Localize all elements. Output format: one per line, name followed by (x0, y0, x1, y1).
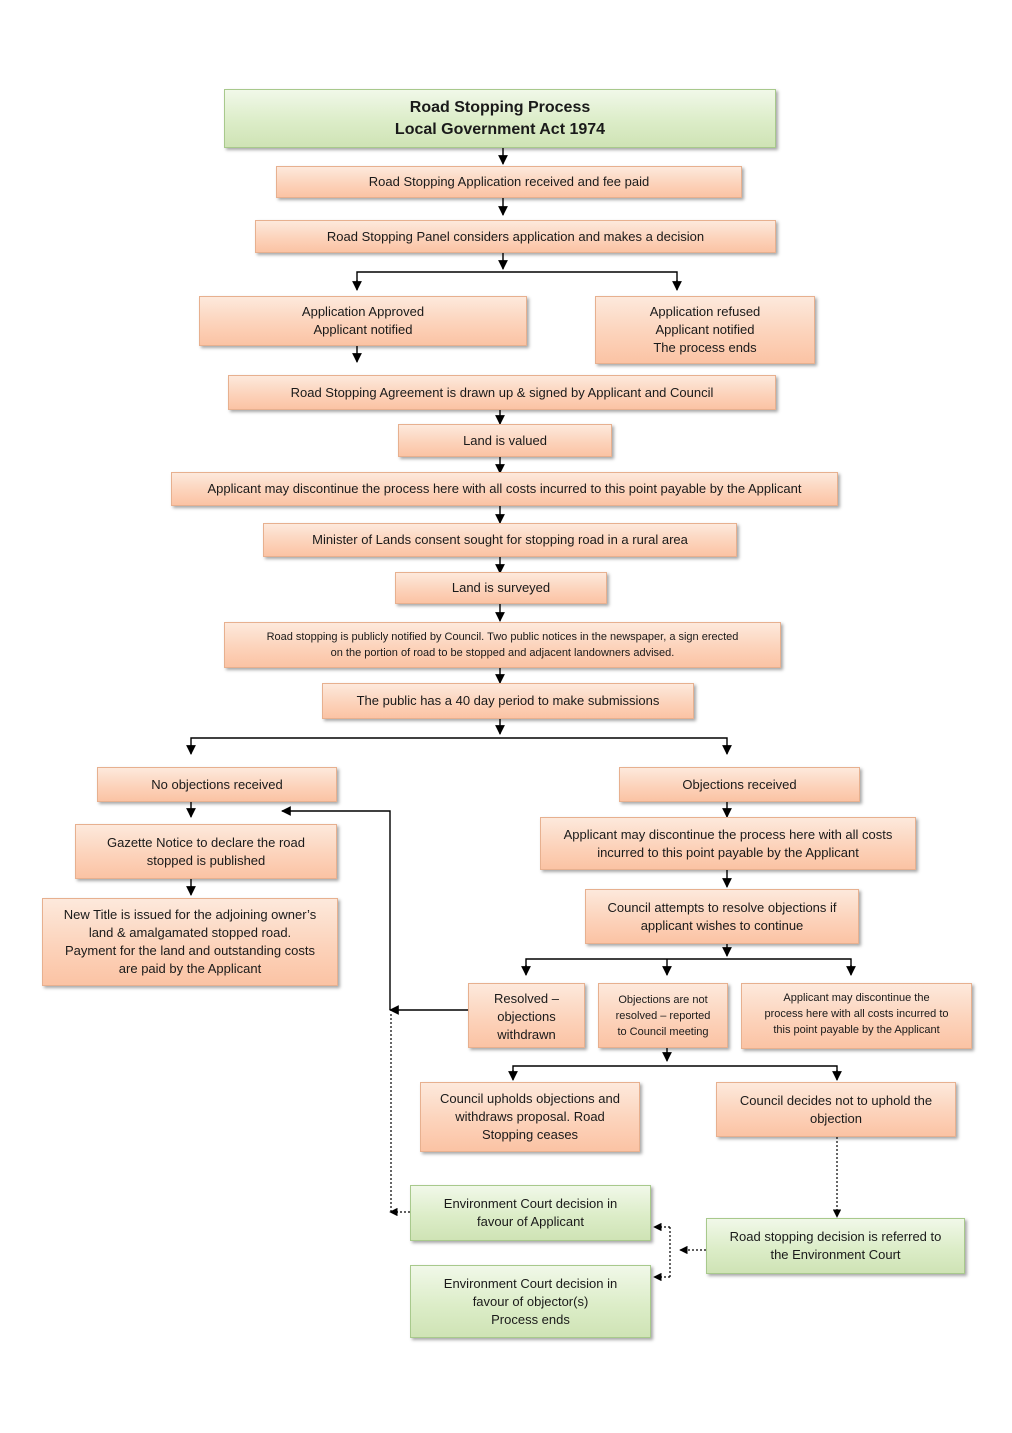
connector-resolve-split (525, 958, 852, 972)
step-env-court-objectors: Environment Court decision in favour of … (410, 1265, 651, 1338)
step-text: The public has a 40 day period to make s… (356, 693, 660, 708)
step-text: Council decides not to uphold the (739, 1092, 933, 1108)
title-line-1: Road Stopping Process (409, 98, 591, 116)
step-text: Objections received (682, 776, 797, 792)
step-text: Stopping ceases (481, 1127, 579, 1142)
step-text: resolved – reported (615, 1009, 711, 1022)
step-council-upholds: Council upholds objections and withdraws… (420, 1082, 640, 1152)
connector-panel-split (356, 271, 678, 287)
step-no-objections: No objections received (97, 767, 337, 802)
step-text: Payment for the land and outstanding cos… (64, 943, 316, 958)
step-text: stopped is published (146, 852, 266, 868)
step-text: Council upholds objections and (440, 1091, 620, 1106)
step-publicly-notified: Road stopping is publicly notified by Co… (224, 622, 781, 668)
step-text: land & amalgamated stopped road. (88, 925, 292, 940)
step-text: process here with all costs incurred to (764, 1008, 949, 1020)
title-box: Road Stopping Process Local Government A… (224, 89, 776, 148)
step-text: favour of objector(s) (472, 1293, 589, 1309)
step-referred-env-court: Road stopping decision is referred to th… (706, 1218, 965, 1274)
title-line-2: Local Government Act 1974 (394, 120, 606, 138)
step-text: Minister of Lands consent sought for sto… (312, 532, 688, 547)
step-text: Applicant may discontinue the (783, 992, 930, 1004)
step-text: the Environment Court (770, 1247, 901, 1262)
step-objections-received: Objections received (619, 767, 860, 802)
step-discontinue-2: Applicant may discontinue the process he… (540, 817, 916, 870)
step-land-valued: Land is valued (398, 424, 612, 457)
step-text: New Title is issued for the adjoining ow… (63, 907, 317, 922)
step-text: The process ends (653, 340, 757, 355)
step-text: Process ends (491, 1311, 570, 1327)
step-agreement: Road Stopping Agreement is drawn up & si… (228, 375, 776, 410)
step-land-surveyed: Land is surveyed (395, 572, 607, 604)
step-text: Application refused (649, 304, 761, 319)
step-text: applicant wishes to continue (640, 917, 804, 933)
step-council-resolve: Council attempts to resolve objections i… (585, 889, 859, 944)
step-text: Gazette Notice to declare the road (106, 834, 305, 850)
step-text: Road Stopping Agreement is drawn up & si… (290, 384, 714, 400)
step-text: Applicant notified (655, 322, 755, 337)
step-text: Road stopping is publicly notified by Co… (266, 631, 739, 643)
step-text: to Council meeting (617, 1025, 709, 1038)
step-submission-period: The public has a 40 day period to make s… (322, 683, 694, 719)
step-discontinue-3: Applicant may discontinue the process he… (741, 983, 972, 1049)
step-text: Environment Court decision in (443, 1275, 618, 1291)
step-council-not-uphold: Council decides not to uphold the object… (716, 1082, 956, 1137)
connector-period-split (190, 737, 728, 752)
connector-not-resolved-split (512, 1065, 838, 1077)
step-text: Road Stopping Panel considers applicatio… (326, 228, 705, 244)
step-text: withdraws proposal. Road (455, 1109, 605, 1124)
step-minister-consent: Minister of Lands consent sought for sto… (263, 523, 737, 557)
step-text: Resolved – (493, 991, 560, 1006)
step-new-title: New Title is issued for the adjoining ow… (42, 898, 338, 986)
step-text: Council attempts to resolve objections i… (607, 899, 837, 915)
step-gazette-notice: Gazette Notice to declare the road stopp… (75, 824, 337, 879)
step-text: favour of Applicant (477, 1214, 584, 1229)
step-text: Road stopping decision is referred to (729, 1229, 942, 1244)
step-text: are paid by the Applicant (118, 961, 262, 976)
step-text: Applicant may discontinue the process he… (563, 826, 893, 842)
step-application-refused: Application refused Applicant notified T… (595, 296, 815, 364)
step-text: Road Stopping Application received and f… (368, 174, 650, 189)
step-text: withdrawn (497, 1027, 556, 1042)
step-text: No objections received (151, 776, 283, 792)
step-text: objections (497, 1009, 556, 1024)
step-discontinue-1: Applicant may discontinue the process he… (171, 472, 838, 506)
step-text: this point payable by the Applicant (773, 1024, 940, 1036)
step-application-received: Road Stopping Application received and f… (276, 166, 742, 198)
step-application-approved: Application Approved Applicant notified (199, 296, 527, 346)
step-text: Land is valued (463, 432, 547, 448)
step-text: Objections are not (618, 993, 708, 1006)
step-text: Environment Court decision in (443, 1196, 618, 1211)
step-not-resolved: Objections are not resolved – reported t… (598, 983, 728, 1048)
step-text: incurred to this point payable by the Ap… (597, 844, 859, 860)
step-text: Land is surveyed (451, 580, 551, 595)
step-text: Application Approved (301, 304, 425, 319)
connector-loop-to-gazette (300, 810, 391, 1010)
step-text: Applicant may discontinue the process he… (207, 481, 802, 496)
step-text: objection (809, 1110, 863, 1126)
step-text: Applicant notified (313, 322, 413, 337)
step-panel-considers: Road Stopping Panel considers applicatio… (255, 220, 776, 253)
step-resolved-withdrawn: Resolved – objections withdrawn (468, 983, 585, 1048)
step-text: on the portion of road to be stopped and… (330, 647, 675, 659)
step-env-court-applicant: Environment Court decision in favour of … (410, 1185, 651, 1241)
